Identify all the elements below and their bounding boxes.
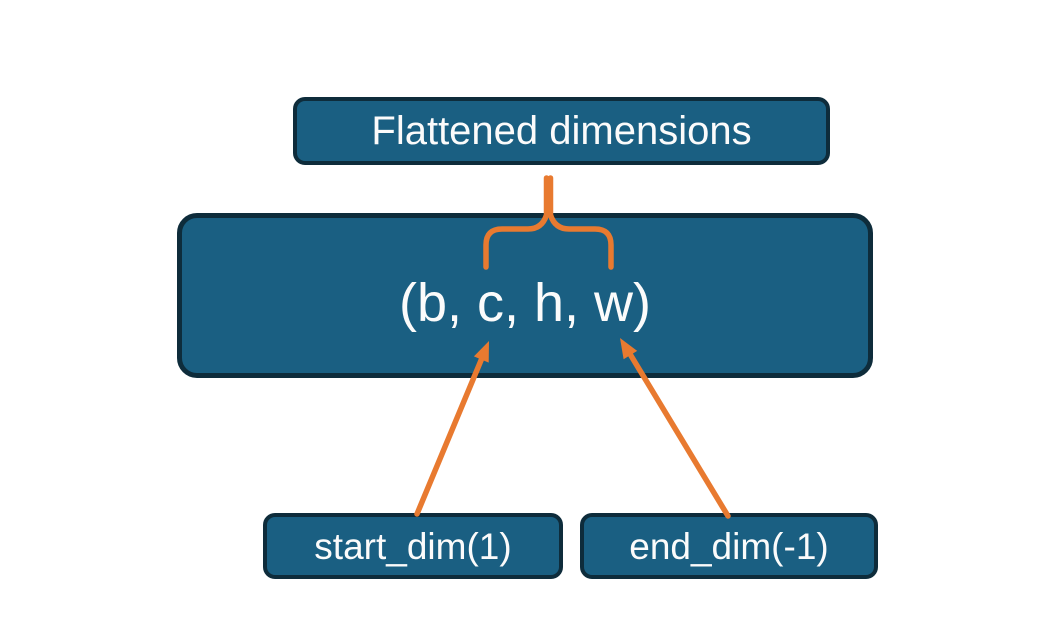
tensor-shape-label: (b, c, h, w) (398, 272, 652, 333)
flattened-dimensions-box: Flattened dimensions (293, 97, 830, 165)
end-dim-label: end_dim(-1) (629, 525, 829, 567)
start-dim-box: start_dim(1) (263, 513, 563, 579)
flattened-dimensions-label: Flattened dimensions (371, 109, 752, 153)
tensor-shape-box: (b, c, h, w) (177, 213, 873, 378)
end-dim-box: end_dim(-1) (580, 513, 878, 579)
start-dim-label: start_dim(1) (314, 525, 512, 567)
